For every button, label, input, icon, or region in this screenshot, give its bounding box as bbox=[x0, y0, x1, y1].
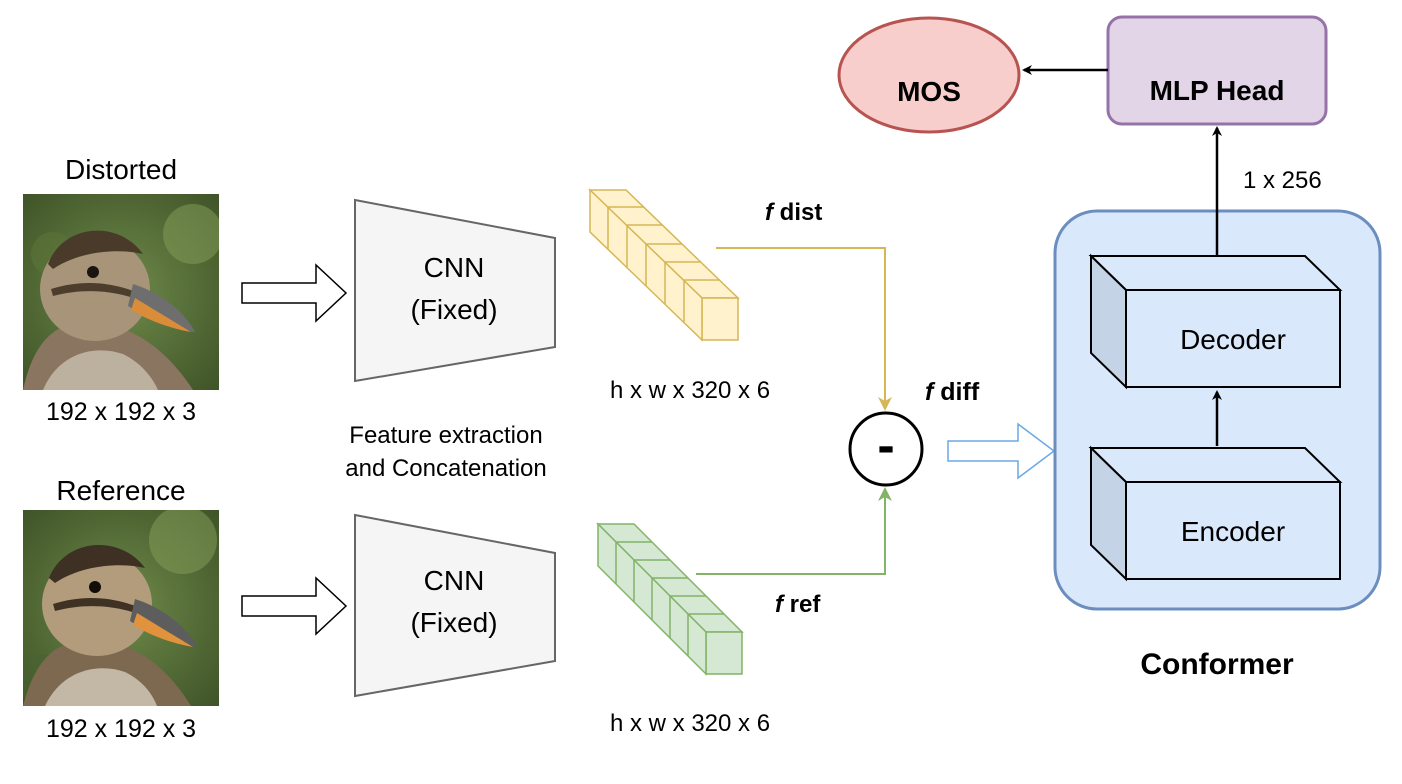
decoder-block bbox=[1088, 253, 1343, 390]
f-diff-label: f diff bbox=[925, 378, 979, 407]
input-arrow-bottom bbox=[241, 576, 348, 636]
distorted-duck-image bbox=[23, 194, 219, 390]
ref-connector bbox=[696, 487, 892, 575]
cnn-bottom-line1: CNN bbox=[423, 565, 485, 596]
distorted-title: Distorted bbox=[64, 154, 178, 185]
diff-arrow bbox=[947, 422, 1056, 480]
subtract-symbol: - bbox=[877, 417, 895, 475]
f-diff-text: diff bbox=[933, 378, 980, 406]
reference-duck-image bbox=[23, 510, 219, 706]
encoder-label: Encoder bbox=[1180, 516, 1286, 547]
dist-dims: h x w x 320 x 6 bbox=[609, 377, 771, 404]
f-ref-italic: f bbox=[775, 591, 783, 618]
ref-dims: h x w x 320 x 6 bbox=[609, 710, 771, 737]
feature-caption-line2: and Concatenation bbox=[345, 455, 547, 482]
cnn-bottom-line2: (Fixed) bbox=[410, 607, 498, 638]
reference-dims: 192 x 192 x 3 bbox=[45, 715, 197, 743]
reference-title: Reference bbox=[56, 475, 186, 506]
f-ref-label: f ref bbox=[775, 591, 820, 619]
f-dist-italic: f bbox=[765, 199, 773, 226]
decoder-label: Decoder bbox=[1180, 324, 1286, 355]
f-ref-text: ref bbox=[783, 591, 821, 618]
mos-label: MOS bbox=[897, 76, 961, 107]
feature-tensor-dist bbox=[588, 188, 740, 342]
mos-node bbox=[837, 16, 1021, 134]
mlp-head-label: MLP Head bbox=[1149, 75, 1285, 106]
input-arrow-top bbox=[241, 263, 348, 323]
cnn-top-line1: CNN bbox=[423, 252, 485, 283]
mlp-head-block bbox=[1106, 15, 1328, 126]
conformer-title: Conformer bbox=[1140, 648, 1294, 681]
feature-tensor-ref bbox=[596, 522, 744, 676]
subtract-node bbox=[848, 411, 924, 487]
conformer-output-dims: 1 x 256 bbox=[1243, 167, 1322, 194]
feature-caption-line1: Feature extraction bbox=[349, 422, 543, 449]
f-dist-label: f dist bbox=[765, 199, 822, 227]
dist-connector bbox=[716, 247, 892, 411]
f-dist-text: dist bbox=[773, 199, 823, 226]
cnn-block-bottom bbox=[354, 513, 556, 698]
encoder-block bbox=[1088, 445, 1343, 582]
f-diff-italic: f bbox=[925, 378, 934, 406]
distorted-dims: 192 x 192 x 3 bbox=[45, 398, 197, 426]
cnn-block-top bbox=[354, 198, 556, 383]
cnn-top-line2: (Fixed) bbox=[410, 294, 498, 325]
